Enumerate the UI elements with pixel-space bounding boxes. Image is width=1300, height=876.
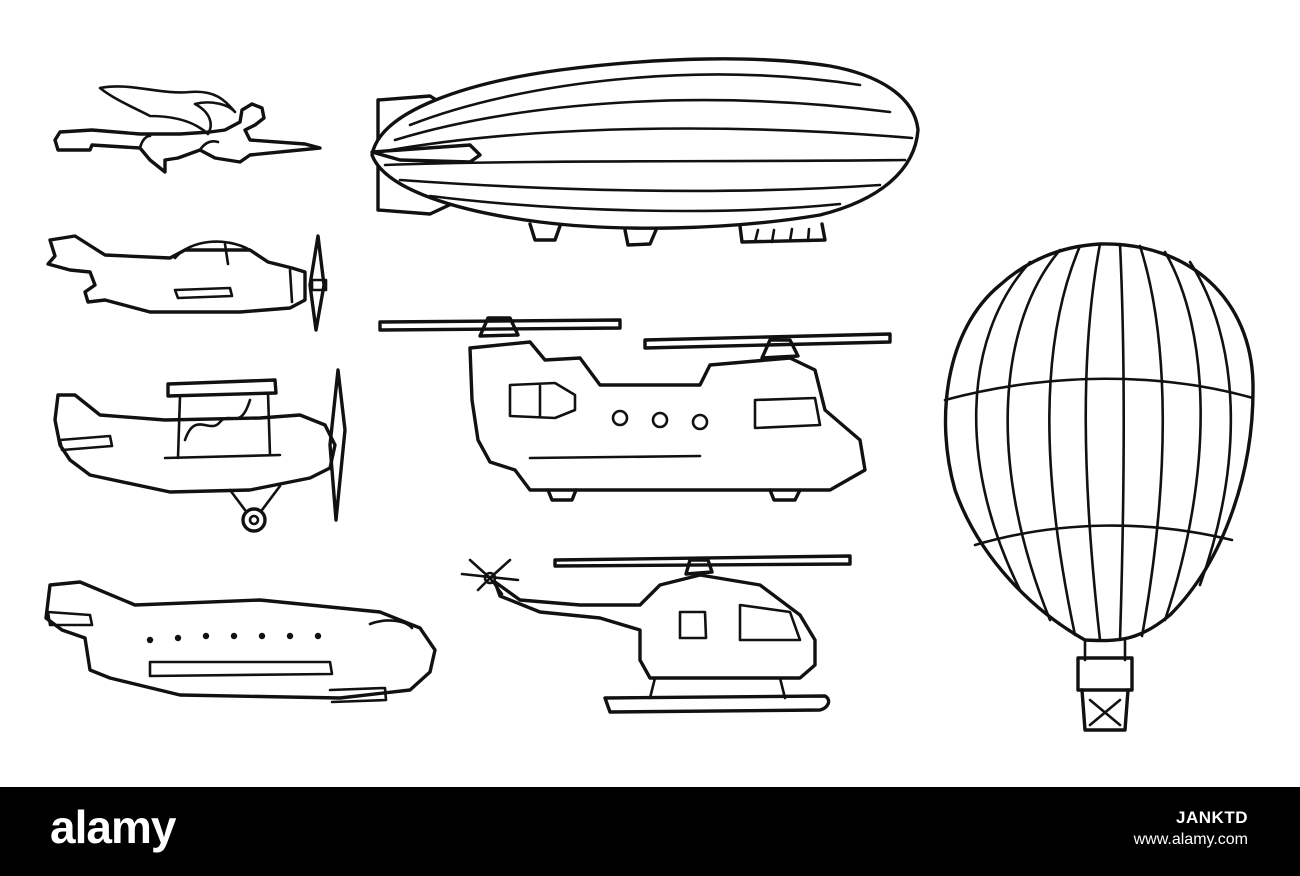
watermark-bar: alamy JANKTD www.alamy.com [0, 787, 1300, 876]
brand-logo: alamy [50, 801, 176, 853]
website-url: www.alamy.com [1133, 831, 1248, 848]
image-metadata: JANKTD www.alamy.com [1134, 807, 1248, 851]
illustration-area [44, 57, 1255, 732]
propeller-plane [46, 234, 328, 332]
biplane [53, 368, 347, 533]
image-id: JANKTD [1176, 808, 1248, 827]
flying-superhero [53, 85, 322, 174]
small-helicopter [460, 554, 852, 714]
tandem-rotor-helicopter [378, 316, 892, 502]
hot-air-balloon [943, 242, 1255, 732]
passenger-jet [44, 580, 437, 704]
striped-airship [370, 57, 920, 247]
